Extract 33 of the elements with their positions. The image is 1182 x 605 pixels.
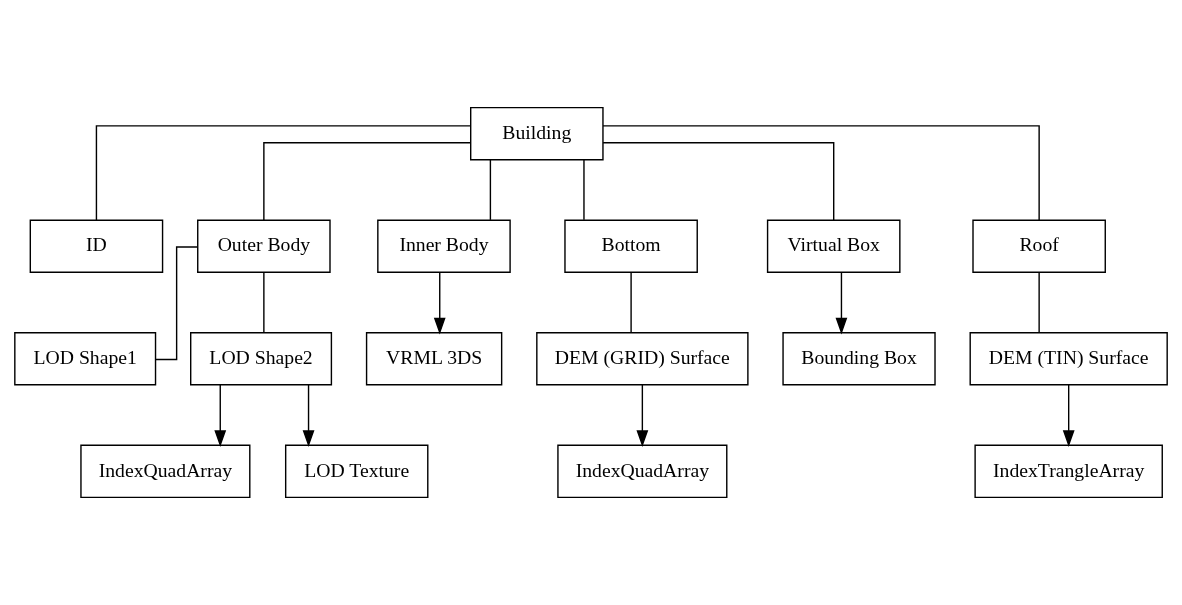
connector <box>1038 271 1040 334</box>
arrow <box>636 384 649 448</box>
arrow <box>1062 384 1075 448</box>
node-box: IndexTrangleArray <box>974 444 1163 499</box>
node-box: DEM (GRID) Surface <box>536 332 749 386</box>
connector <box>263 142 471 221</box>
connector <box>95 125 472 221</box>
node-box: Virtual Box <box>766 219 901 273</box>
node-box: Outer Body <box>197 219 331 273</box>
arrow <box>302 384 315 448</box>
node-box: IndexQuadArray <box>557 444 728 499</box>
connector <box>630 271 632 334</box>
node-box: DEM (TIN) Surface <box>969 332 1168 386</box>
node-box: LOD Texture <box>284 444 429 499</box>
connector <box>263 271 265 334</box>
connector <box>602 125 1040 221</box>
node-box: ID <box>29 219 164 273</box>
connector <box>602 142 835 221</box>
node-box: IndexQuadArray <box>80 444 251 499</box>
connector <box>489 159 492 221</box>
node-box: VRML 3DS <box>365 332 503 386</box>
node-box: Roof <box>972 219 1106 273</box>
node-box: Inner Body <box>377 219 511 273</box>
node-box: LOD Shape2 <box>190 332 333 386</box>
connector <box>155 246 198 361</box>
arrow <box>835 271 848 335</box>
node-box: Building <box>470 106 604 161</box>
connector <box>583 159 585 221</box>
arrow <box>214 384 227 448</box>
node-box: Bottom <box>564 219 698 273</box>
arrow <box>433 271 446 335</box>
node-box: LOD Shape1 <box>14 332 157 386</box>
node-box: Bounding Box <box>782 332 936 386</box>
